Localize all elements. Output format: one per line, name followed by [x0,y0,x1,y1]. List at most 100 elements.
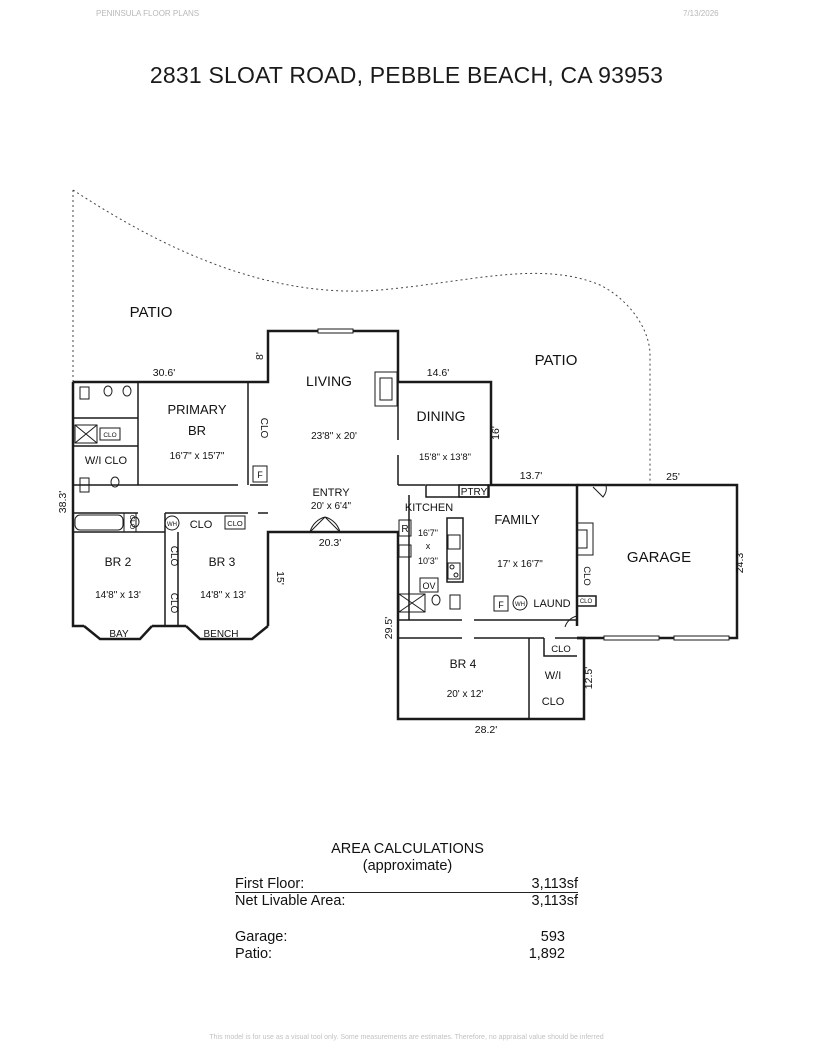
br3-dims: 14'8" x 13' [200,590,246,601]
bathtub-icon [74,514,124,531]
dining-dims: 15'8" x 13'8" [419,452,471,463]
cooktop-icon [447,562,461,580]
laund-label: LAUND [533,598,570,610]
sink-icon [103,385,113,397]
area-row-value: 1,892 [528,946,565,962]
primary-label-2: BR [188,423,206,438]
clo-label: CLO [581,566,592,586]
water-heater-label: WH [167,522,177,528]
area-title: AREA CALCULATIONS [331,841,484,857]
kitchen-dims-2: 10'3" [418,556,438,566]
fireplace-icon [576,522,594,556]
bay-label: BAY [109,629,129,640]
entry-label: ENTRY [312,487,350,499]
dimension-label: 29.5' [383,617,395,639]
dimension-label: 8' [254,352,266,360]
sink-icon [110,476,120,488]
bench-label: BENCH [203,629,238,640]
area-underline [235,892,578,893]
sink-icon [122,385,132,397]
window [673,635,730,641]
clo-box [224,515,246,530]
water-heater-label: WH [515,602,525,608]
page-title: 2831 SLOAT ROAD, PEBBLE BEACH, CA 93953 [149,62,664,88]
area-subtitle: (approximate) [362,858,453,874]
kitchen-dims-1: 16'7" [418,528,438,538]
br4-label: BR 4 [450,657,477,671]
dimension-label: 14.6' [427,367,449,379]
primary-dims: 16'7" x 15'7" [170,451,225,462]
shower-icon [74,424,98,444]
interior-walls [73,382,597,719]
dining-label: DINING [417,408,466,424]
living-label: LIVING [306,373,352,389]
burner [453,572,459,578]
refrigerator-label: R [401,524,408,535]
wi-label-2: CLO [542,696,565,708]
oven-icon [419,577,439,593]
wi-label-1: W/I [545,670,562,682]
clo-box [99,427,121,441]
dimension-label: 25' [666,471,680,483]
window [317,328,354,334]
clo-label: CLO [551,644,571,655]
fireplace-icon [576,529,588,549]
dimension-label: 28.2' [475,724,497,736]
toilet-icon [449,594,461,610]
clo-label: CLO [580,599,593,605]
clo-box [123,512,137,533]
dimension-label: 16' [490,426,502,440]
kitchen-island [446,517,464,583]
area-row-patio: Patio: 1,892 [235,946,580,963]
sink-icon [431,594,441,606]
clo-label: CLO [128,515,135,530]
area-row-value: 593 [540,929,565,945]
range-icon [398,544,412,558]
ptry-label: PTRY [461,487,488,498]
header-left-text: PENINSULA FLOOR PLANS [96,9,200,18]
br3-label: BR 3 [209,555,236,569]
patio-right-label: PATIO [535,352,578,369]
water-heater-icon [164,515,180,531]
sink-icon [447,534,461,550]
family-dims: 17' x 16'7" [497,559,543,570]
window [603,635,660,641]
water-heater-icon [512,595,528,611]
fireplace-small-box [252,465,268,483]
area-row-first-floor: First Floor: 3,113sf [235,876,580,893]
clo-label: CLO [190,519,213,531]
entry-dims: 20' x 6'4" [311,501,352,512]
header-date: 7/13/2026 [683,9,719,18]
area-row-label: Garage: [235,929,288,945]
kitchen-label: KITCHEN [405,502,453,514]
ptry-box [458,484,490,498]
wi-clo-left-label: W/I CLO [85,455,128,467]
clo-label: CLO [168,593,179,614]
kitchen-dims-x: x [426,541,431,551]
dimension-label: 20.3' [319,537,341,549]
garage-label: GARAGE [627,549,691,566]
fireplace-icon [379,377,393,401]
br4-dims: 20' x 12' [447,689,484,700]
area-row-label: First Floor: [235,876,305,892]
dimension-label: 30.6' [153,367,175,379]
clo-label: CLO [227,519,243,528]
clo-label: CLO [168,546,179,567]
bay-window [83,625,153,641]
toilet-icon [79,477,90,493]
living-dims: 23'8" x 20' [311,431,357,442]
refrigerator-icon [398,519,412,537]
dimension-label: 12.5' [583,667,595,689]
area-row-label: Net Livable Area: [235,893,346,909]
fireplace-small-box [493,595,509,612]
dimension-label: 15' [274,571,286,585]
area-row-value: 3,113sf [531,893,579,909]
laund-door [564,615,578,628]
br2-dims: 14'8" x 13' [95,590,141,601]
area-row-label: Patio: [235,946,273,962]
bench-window [185,625,269,641]
toilet-icon [79,386,90,400]
shower-icon-cross [398,593,426,613]
clo-label: CLO [103,432,116,439]
